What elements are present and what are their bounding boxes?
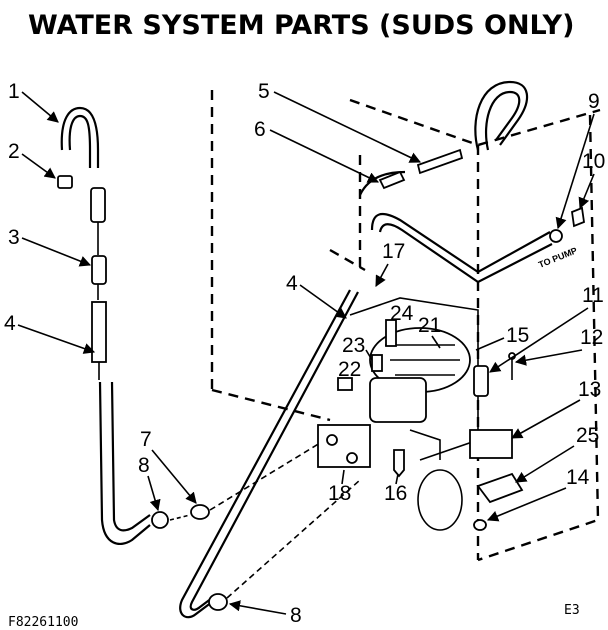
callout-3: 3 (8, 226, 20, 249)
part-23-fitting (371, 354, 383, 372)
footer-code: F82261100 (8, 615, 78, 630)
part-5-hose-piece (416, 148, 464, 175)
callout-6: 6 (254, 118, 266, 141)
callout-21: 21 (418, 314, 441, 337)
part-25-bracket (476, 472, 524, 504)
callout-9: 9 (588, 90, 600, 113)
part-3-coupling (91, 255, 107, 285)
part-11-sleeve (473, 365, 489, 397)
callout-2: 2 (8, 140, 20, 163)
part-7-fitting (190, 504, 210, 520)
callout-4-left: 4 (4, 312, 16, 335)
part-valve-body (369, 377, 427, 423)
diagram-title: WATER SYSTEM PARTS (SUDS ONLY) (28, 10, 574, 41)
callout-4-middle: 4 (286, 272, 298, 295)
callout-12: 12 (580, 326, 603, 349)
footer-page: E3 (564, 603, 580, 618)
part-18-bracket (317, 424, 371, 468)
callout-17: 17 (382, 240, 405, 263)
callout-13: 13 (578, 378, 601, 401)
part-14-washer (473, 519, 487, 531)
callout-16: 16 (384, 482, 407, 505)
callout-23: 23 (342, 334, 365, 357)
callout-22: 22 (338, 358, 361, 381)
callout-15: 15 (506, 324, 529, 347)
callout-25: 25 (576, 424, 599, 447)
part-24-screw (385, 319, 397, 347)
part-connector-sleeve (90, 187, 106, 223)
callout-11: 11 (582, 284, 604, 307)
callout-14: 14 (566, 466, 590, 489)
part-13-switch (469, 429, 513, 459)
callout-5: 5 (258, 80, 270, 103)
part-10-clamp (571, 206, 585, 228)
callout-8-bottom: 8 (290, 604, 302, 627)
left-hose-assembly (57, 106, 326, 545)
part-8-clamp-left (151, 511, 169, 529)
part-22-nut (337, 377, 353, 391)
callout-7: 7 (140, 428, 152, 451)
part-9-hose-end (549, 229, 563, 243)
part-6-elbow (378, 170, 406, 190)
callouts: 1 2 3 4 5 6 4 7 8 8 9 10 11 12 13 14 15 (4, 80, 605, 627)
right-side-parts (417, 352, 524, 531)
part-2-plug (57, 175, 73, 189)
callout-24: 24 (390, 302, 414, 325)
callout-10: 10 (582, 150, 605, 173)
water-valve-assembly (317, 297, 479, 478)
part-8-clamp-bottom (208, 593, 228, 611)
callout-1: 1 (8, 80, 20, 103)
part-16-screw (393, 449, 405, 478)
callout-18: 18 (328, 482, 351, 505)
part-4-hose-section (91, 301, 107, 363)
long-diagonal-hose (179, 289, 361, 619)
callout-8-left: 8 (138, 454, 150, 477)
